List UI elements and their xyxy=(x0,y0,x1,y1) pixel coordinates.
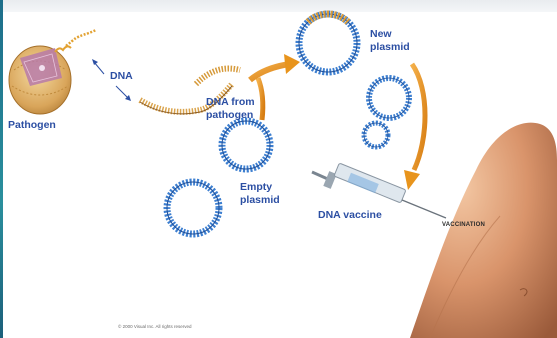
label-dna-from-pathogen-2: pathogen xyxy=(206,109,253,121)
label-dna-vaccine: DNA vaccine xyxy=(318,209,382,221)
arm-illustration xyxy=(410,123,557,338)
copyright-notice: © 2000 Visual Inc. All rights reserved xyxy=(118,324,192,329)
label-new-plasmid-1: New xyxy=(370,28,392,40)
label-vaccination: VACCINATION xyxy=(442,222,485,228)
plasmid-middle xyxy=(222,121,270,169)
pathogen-illustration xyxy=(9,30,96,114)
label-empty-plasmid-2: plasmid xyxy=(240,194,280,206)
plasmid-copy-small xyxy=(364,123,388,147)
label-empty-plasmid-1: Empty xyxy=(240,181,272,193)
label-new-plasmid-2: plasmid xyxy=(370,41,410,53)
delivery-arrow xyxy=(404,64,425,190)
label-dna: DNA xyxy=(110,70,133,82)
empty-plasmid xyxy=(167,182,219,234)
label-pathogen: Pathogen xyxy=(8,119,56,131)
label-dna-from-pathogen-1: DNA from xyxy=(206,96,255,108)
plasmid-copy-large xyxy=(369,78,409,118)
insertion-arrow xyxy=(250,54,300,120)
new-plasmid xyxy=(299,14,357,72)
